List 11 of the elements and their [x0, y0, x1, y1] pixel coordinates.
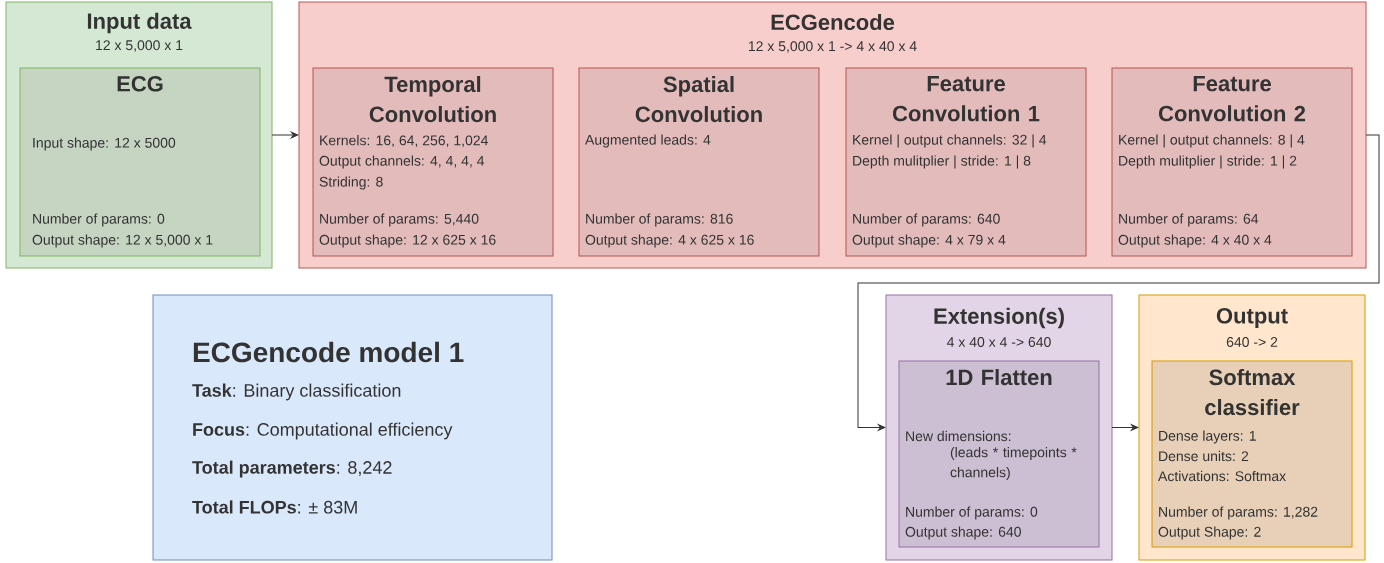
layer-box: ECG Input shape: 12 x 5000 Number of params: 0 Output shape: 12 x 5,000 x 1 — [19, 67, 261, 257]
layer-box: Softmax classifier Dense layers: 1 Dense units: 2 Activations: Softmax Number of params: 1,282 Output Shape: 2 — [1151, 360, 1353, 548]
arrow — [1111, 424, 1139, 431]
layer-box: Feature Convolution 2 Kernel | output channels: 8 | 4 Depth mulitplier | stride: 1 | 2 Number of params: 64 Output shape: 4 x 40 x 4 — [1111, 67, 1353, 257]
arrow — [271, 131, 299, 139]
info-card: ECGencode model 1 Task: Binary classification Focus: Computational efficiency Total parameters: 8,242 Total FLOPs: ± 83M — [152, 294, 553, 561]
layer-box: Temporal Convolution Kernels: 16, 64, 256, 1,024 Output channels: 4, 4, 4, 4 Striding: 8 Number of params: 5,440 Output shape: 12 x 625 x 16 — [312, 67, 554, 257]
arrow — [857, 134, 1380, 431]
layer-box: Feature Convolution 1 Kernel | output channels: 32 | 4 Depth mulitplier | stride: 1 | 8 Number of params: 640 Output shape: 4 x 79 x 4 — [845, 67, 1087, 257]
layer-box: 1D Flatten New dimensions: (leads * timepoints * channels) Number of params: 0 Output shape: 640 — [898, 360, 1100, 548]
layer-box: Spatial Convolution Augmented leads: 4 Number of params: 816 Output shape: 4 x 625 x 16 — [578, 67, 820, 257]
